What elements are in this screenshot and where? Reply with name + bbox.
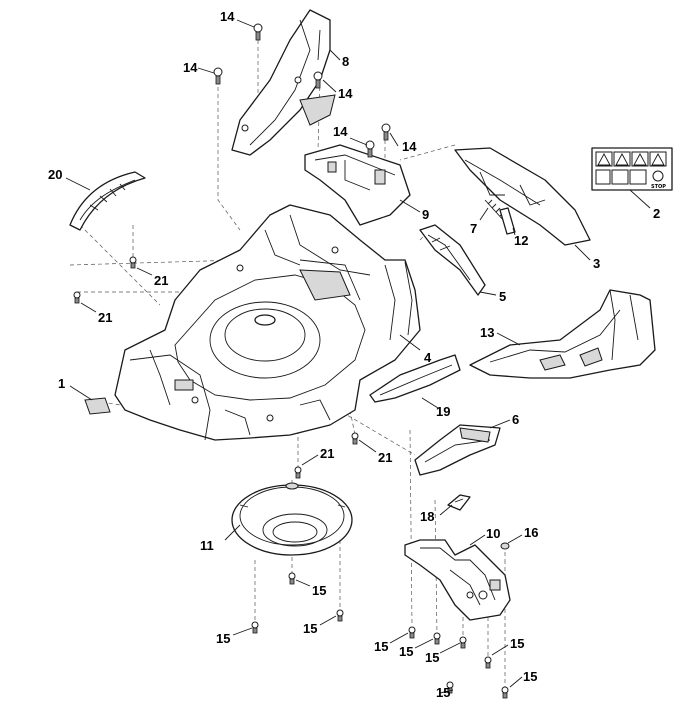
screw-14-mid	[313, 71, 323, 89]
part-5-side-guide	[419, 224, 486, 296]
callout-15-a: 15	[312, 583, 326, 598]
part-8-handle-bracket	[231, 9, 336, 156]
screw-15-6	[459, 636, 467, 649]
callout-14-lower: 14	[333, 124, 348, 139]
callout-21-a: 21	[154, 273, 168, 288]
part-12-rod	[499, 207, 516, 235]
part-4-mower-deck	[114, 204, 421, 441]
assembly-lines	[69, 40, 506, 688]
callout-7: 7	[470, 221, 477, 236]
callout-15-c: 15	[303, 621, 317, 636]
screw-15-1	[288, 572, 296, 585]
part-20-side-trim	[69, 171, 146, 231]
part-18-clip	[447, 494, 471, 511]
callout-13: 13	[480, 325, 494, 340]
part-16-plug	[500, 542, 510, 550]
callout-15-g: 15	[510, 636, 524, 651]
callout-15-i: 15	[523, 669, 537, 684]
screw-21-c	[294, 466, 302, 479]
callout-15-d: 15	[374, 639, 388, 654]
part-10-gear-housing	[404, 539, 511, 621]
callout-15-b: 15	[216, 631, 230, 646]
screw-14-top	[253, 23, 263, 41]
callout-14-mid: 14	[338, 86, 353, 101]
screw-15-7	[484, 656, 492, 669]
callout-21-d: 21	[378, 450, 392, 465]
screw-21-d	[351, 432, 359, 445]
part-13-mulch-insert	[469, 289, 656, 379]
part-1-label-plate	[84, 397, 111, 415]
callout-1: 1	[58, 376, 65, 391]
callout-14-left: 14	[183, 60, 198, 75]
part-6-discharge-deflector	[414, 424, 501, 476]
callout-8: 8	[342, 54, 349, 69]
part-7-spring	[484, 199, 506, 223]
part-11-blade-cover	[231, 482, 353, 556]
callout-21-c: 21	[320, 446, 334, 461]
callout-16: 16	[524, 525, 538, 540]
screw-15-2	[251, 621, 259, 634]
callout-9: 9	[422, 207, 429, 222]
callouts: 14 8 14 14 14 14 20 9 7 12 2 3 21 21 5 1…	[48, 9, 660, 700]
callout-14-top: 14	[220, 9, 235, 24]
screw-15-5	[433, 632, 441, 645]
callout-12: 12	[514, 233, 528, 248]
callout-4: 4	[424, 350, 432, 365]
callout-2: 2	[653, 206, 660, 221]
screws	[73, 23, 509, 699]
callout-15-f: 15	[425, 650, 439, 665]
callout-11: 11	[200, 538, 214, 553]
callout-10: 10	[486, 526, 500, 541]
callout-21-b: 21	[98, 310, 112, 325]
callout-19: 19	[436, 404, 450, 419]
screw-14-right	[381, 123, 391, 141]
part-3-rear-flap	[454, 147, 591, 246]
callout-15-h: 15	[436, 685, 450, 700]
callout-14-right: 14	[402, 139, 417, 154]
callout-18: 18	[420, 509, 434, 524]
screw-15-4	[408, 626, 416, 639]
callout-20: 20	[48, 167, 62, 182]
callout-6: 6	[512, 412, 519, 427]
stop-text: STOP	[651, 184, 666, 190]
callout-15-e: 15	[399, 644, 413, 659]
callout-3: 3	[593, 256, 600, 271]
screw-21-b	[73, 291, 81, 304]
screw-15-9	[501, 686, 509, 699]
screw-15-3	[336, 609, 344, 622]
part-19-side-skirt	[369, 354, 461, 403]
screw-21-a	[129, 256, 137, 269]
part-2-safety-label: STOP	[591, 147, 673, 191]
callout-5: 5	[499, 289, 506, 304]
screw-14-left	[213, 67, 223, 85]
leader-lines	[65, 19, 651, 694]
